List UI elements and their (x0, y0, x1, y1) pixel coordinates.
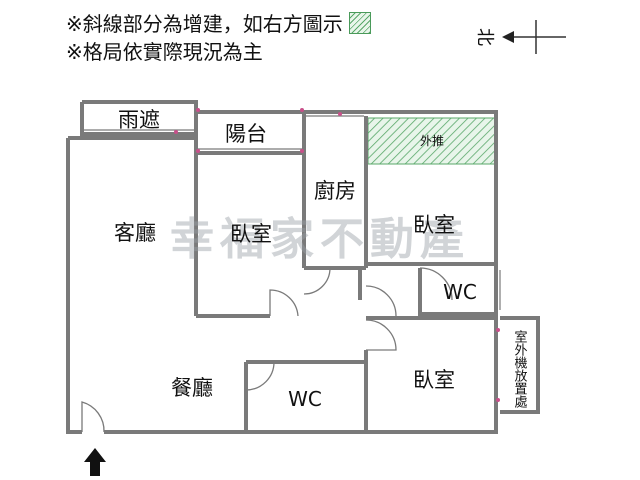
label-kitchen: 廚房 (314, 179, 356, 203)
label-extension: 外推 (420, 134, 444, 148)
hatch-legend-swatch (348, 12, 371, 34)
label-wc-right: WC (443, 280, 477, 304)
label-canopy: 雨遮 (118, 108, 160, 132)
label-bedroom-bottom-right: 臥室 (413, 368, 455, 392)
wall-top-right (304, 110, 498, 262)
door-wc-right-inner (419, 267, 453, 301)
watermark: 幸福家不動產 (170, 214, 470, 265)
wall-wc-right (418, 262, 498, 316)
label-bedroom-center: 臥室 (230, 222, 272, 246)
door-wc-bottom (245, 361, 275, 391)
note-additions: ※斜線部分為增建，如右方圖示 (66, 8, 371, 37)
wall-outer-left (66, 138, 82, 434)
wall-bedroom-br (366, 316, 498, 432)
entrance-arrow-icon (84, 448, 106, 476)
window-markers (174, 108, 500, 402)
door-bedroom-br (365, 319, 397, 351)
note-additions-text: ※斜線部分為增建，如右方圖示 (66, 12, 343, 36)
wall-outdoor-unit (500, 316, 540, 414)
door-kitchen (303, 267, 331, 295)
door-wc-right (365, 285, 397, 317)
compass-north-label: 北 (474, 28, 495, 46)
doors (81, 267, 453, 433)
label-wc-bottom: WC (288, 387, 322, 411)
label-living-room: 客廳 (114, 221, 156, 245)
label-bedroom-top-right: 臥室 (413, 213, 455, 237)
compass-arrow-icon (502, 31, 514, 43)
door-bedroom-center (269, 289, 299, 317)
extension-area (367, 117, 497, 165)
label-dining-room: 餐廳 (171, 376, 213, 400)
windows (84, 111, 501, 310)
door-entrance (81, 401, 105, 433)
note-layout: ※格局依實際現況為主 (66, 40, 263, 64)
label-outdoor-unit: 室外機放置處 (512, 329, 528, 409)
compass: 北 (474, 20, 566, 54)
room-labels: 雨遮 陽台 客廳 臥室 廚房 外推 臥室 WC 餐廳 WC 臥室 室外機放置處 (114, 108, 527, 411)
label-balcony: 陽台 (225, 122, 267, 146)
